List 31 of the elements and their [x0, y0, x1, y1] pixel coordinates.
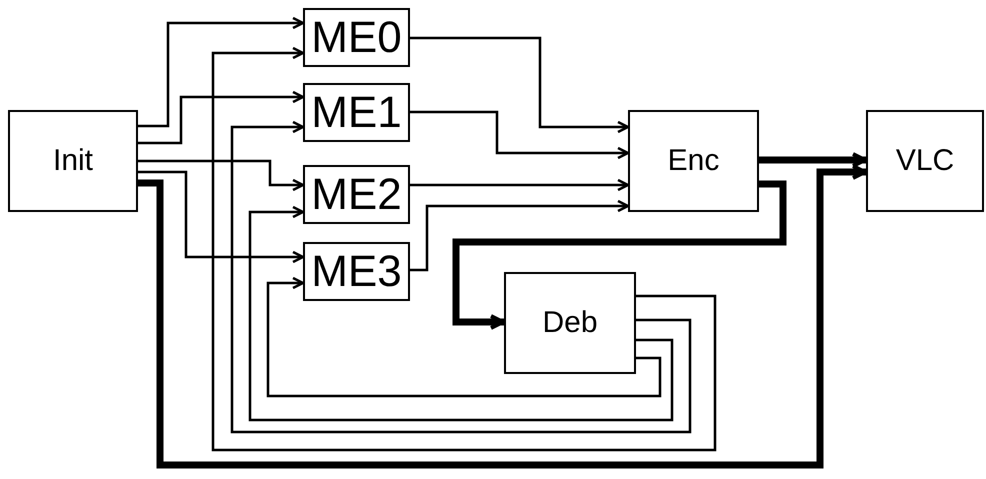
- arrow: [138, 164, 867, 468]
- process-box: [628, 110, 759, 212]
- arrow: [138, 160, 304, 192]
- process-box: [504, 272, 636, 374]
- arrow: [410, 178, 630, 192]
- box-label: ME1: [311, 90, 402, 134]
- box-label: Init: [52, 146, 94, 176]
- box-label: Enc: [668, 146, 720, 176]
- arrow: [759, 152, 867, 168]
- arrow: [138, 170, 304, 264]
- process-box: [303, 83, 410, 142]
- arrow: [212, 46, 716, 452]
- box-label: ME0: [311, 16, 402, 60]
- process-box: [866, 110, 984, 212]
- box-label: ME2: [311, 172, 402, 216]
- arrow: [138, 16, 304, 128]
- arrow: [410, 36, 630, 134]
- process-box: [303, 8, 410, 67]
- box-label: Deb: [542, 308, 598, 338]
- box-label: ME3: [311, 250, 402, 294]
- arrow: [410, 110, 630, 160]
- process-box: [303, 242, 410, 301]
- arrow: [410, 200, 630, 272]
- arrow: [452, 180, 786, 330]
- arrow: [138, 90, 304, 144]
- process-box: [303, 165, 410, 224]
- box-label: VLC: [896, 146, 954, 176]
- arrow: [248, 206, 674, 422]
- arrow: [266, 276, 662, 398]
- process-box: [8, 110, 138, 212]
- arrow: [230, 120, 692, 434]
